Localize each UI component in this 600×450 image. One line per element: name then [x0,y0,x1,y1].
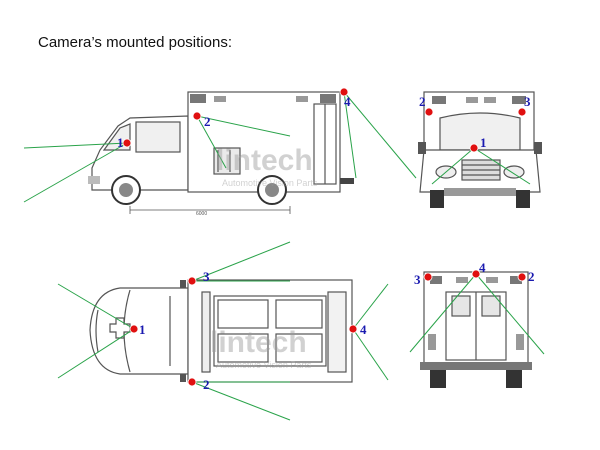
watermark-logo: lintech [216,144,313,177]
front-camera-1-number: 1 [480,135,487,150]
side-camera-2-number: 2 [204,114,211,129]
top-camera-3-number: 3 [203,269,210,284]
side-camera-2-marker [192,111,202,121]
top-camera-1-number: 1 [139,322,146,337]
top-view [89,279,353,383]
camera-markers [122,87,527,387]
watermark-top: lintech Automotive Vision Parts [210,326,312,370]
top-camera-1-marker [129,324,139,334]
top-fov-lines [57,241,389,421]
watermark-logo: lintech [210,326,307,359]
top-camera-2-marker [187,377,197,387]
rear-camera-2-marker [517,272,527,282]
watermark-side: lintech Automotive Vision Parts [216,144,318,188]
front-camera-3-marker [517,107,527,117]
front-camera-2-marker [424,107,434,117]
front-camera-1-marker [469,143,479,153]
dimension-label: 6000 [196,211,207,217]
watermark-tagline: Automotive Vision Parts [222,178,318,188]
rear-view [420,271,532,388]
camera-numbers: 1 2 4 2 3 1 3 1 4 2 3 4 2 [117,94,535,392]
side-fov-lines [23,91,417,203]
top-camera-3-marker [187,276,197,286]
front-camera-3-number: 3 [524,94,531,109]
front-fov-lines [431,147,531,185]
rear-camera-4-number: 4 [479,260,486,275]
watermark-tagline: Automotive Vision Parts [216,360,312,370]
side-camera-1-number: 1 [117,135,124,150]
page-title: Camera’s mounted positions: [38,34,232,51]
side-camera-4-marker [339,87,349,97]
top-camera-4-marker [348,324,358,334]
rear-camera-3-marker [423,272,433,282]
front-camera-2-number: 2 [419,94,426,109]
rear-camera-2-number: 2 [528,269,535,284]
rear-fov-lines [409,273,545,355]
rear-camera-4-marker [471,269,481,279]
front-view [418,91,542,208]
top-camera-4-number: 4 [360,322,367,337]
rear-camera-3-number: 3 [414,272,421,287]
top-camera-2-number: 2 [203,377,210,392]
side-camera-4-number: 4 [344,94,351,109]
side-camera-1-marker [122,138,132,148]
